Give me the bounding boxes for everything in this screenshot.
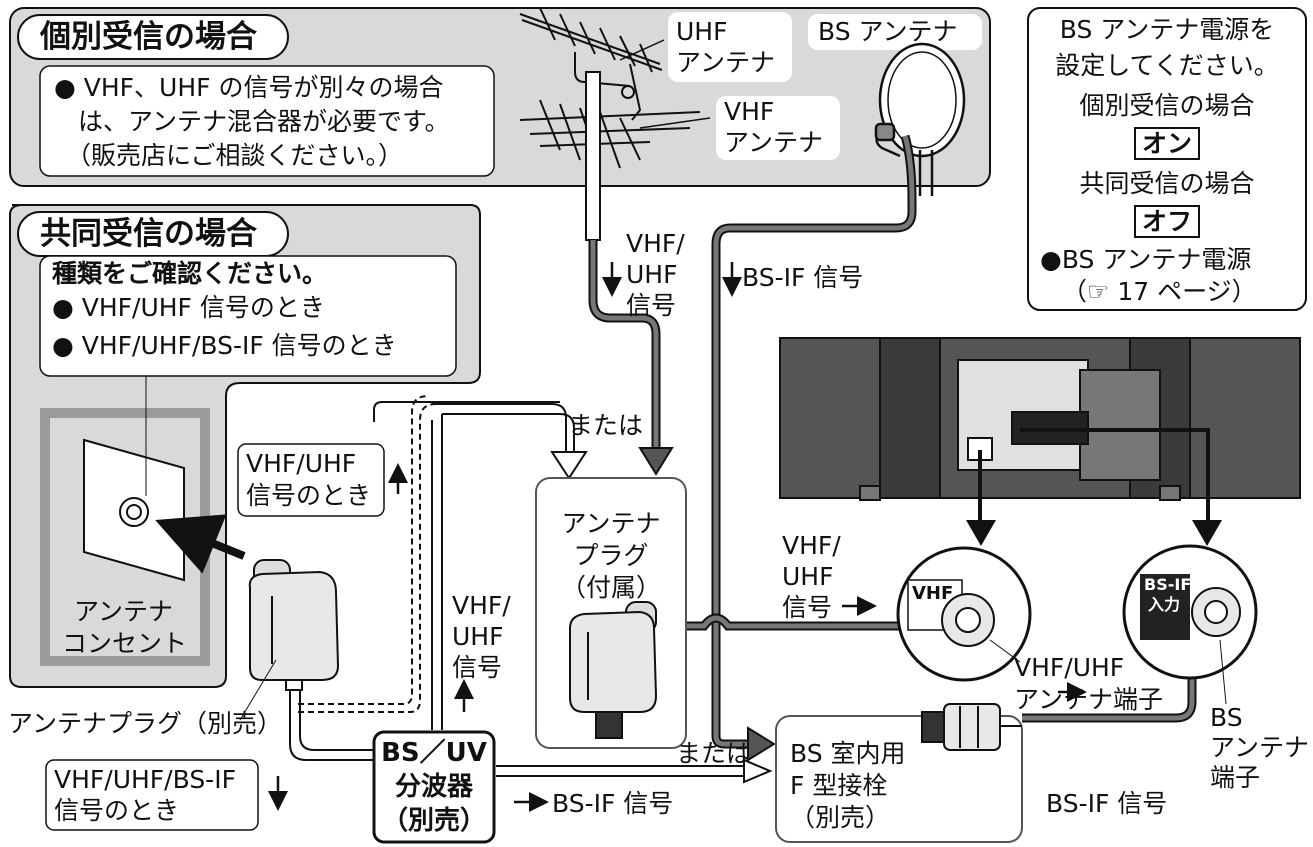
uhf-label-box <box>668 12 792 82</box>
uhf-antenna-drawing <box>519 7 665 121</box>
tv-rear-drawing <box>779 337 1301 501</box>
uhf-antenna-label-2: アンテナ <box>676 48 776 77</box>
bs-power-shared-label: 共同受信の場合 <box>1079 169 1255 198</box>
bs-power-individual-label: 個別受信の場合 <box>1079 91 1255 120</box>
vhf-uhf-when-box <box>237 443 385 517</box>
bs-terminal-label-2: アンテナ <box>1210 733 1310 762</box>
f-connector-label-2: F 型接栓 <box>790 771 888 800</box>
signal-vhf-uhf-top-2: UHF <box>626 260 678 289</box>
included-plug-label-1: アンテナ <box>561 509 661 538</box>
signal-vhf-uhf-mid-2: UHF <box>452 622 504 651</box>
signal-vhf-uhf-right-2: UHF <box>782 562 834 591</box>
shared-option2: ● VHF/UHF/BS-IF 信号のとき <box>52 331 397 360</box>
outlet-label-2: コンセント <box>62 629 188 658</box>
vhf-label-box <box>716 96 840 160</box>
plug-sold-separately-label: アンテナプラグ（別売） <box>8 709 283 738</box>
f-connector-drawing <box>921 703 1022 751</box>
bs-power-ref-line2: （☞ 17 ページ） <box>1062 277 1257 306</box>
bs-terminal-closeup <box>1122 544 1258 680</box>
individual-heading: 個別受信の場合 <box>40 19 257 55</box>
f-connector-label-1: BS 室内用 <box>790 739 906 768</box>
vhf-antenna-label-1: VHF <box>724 97 775 126</box>
all-signals-when-box <box>45 759 259 831</box>
bs-dish-drawing <box>874 42 966 196</box>
splitter-box <box>372 730 496 844</box>
vhf-antenna-label-2: アンテナ <box>724 128 824 157</box>
antenna-mast <box>585 71 601 241</box>
bs-jack-label-2: 入力 <box>1148 595 1181 614</box>
signal-vhf-uhf-right-3: 信号 <box>782 593 833 622</box>
signal-vhf-uhf-right-1: VHF/ <box>782 531 841 560</box>
signal-vhf-uhf-when-1: VHF/UHF <box>246 449 357 478</box>
plug-included-drawing <box>569 601 658 739</box>
or-bottom-hollow-arrow <box>743 758 773 784</box>
bs-terminal-label-3: 端子 <box>1210 763 1261 792</box>
bs-power-individual-value-row: オン <box>1034 127 1300 160</box>
bs-power-individual-value: オン <box>1133 127 1200 160</box>
signal-vhf-uhf-top-1: VHF/ <box>626 229 685 258</box>
signal-or-top: または <box>568 411 644 440</box>
bs-label-box <box>808 14 982 50</box>
included-plug-label-2: プラグ <box>573 541 649 570</box>
bs-power-line1: BS アンテナ電源を <box>1059 15 1275 44</box>
signal-or-bottom: または <box>676 739 752 768</box>
bs-power-shared-value: オフ <box>1133 205 1200 238</box>
signal-vhf-uhf-mid-3: 信号 <box>452 653 503 682</box>
shared-note-box <box>39 255 457 377</box>
individual-heading-pill <box>17 14 289 60</box>
bs-power-shared-value-row: オフ <box>1034 205 1300 238</box>
bs-power-note-box <box>1027 7 1307 311</box>
f-connector-label-3: （別売） <box>790 803 891 832</box>
individual-note-line2: は、アンテナ混合器が必要です。 <box>78 107 450 136</box>
individual-note-line1: ● VHF、UHF の信号が別々の場合 <box>54 73 444 102</box>
plug-sold-label-leader <box>239 659 277 721</box>
vhf-uhf-arrowhead-to-plug <box>638 447 674 476</box>
splitter-label-1: BS／UV <box>381 738 487 768</box>
tv-to-vhf-terminal-arrow <box>966 520 996 546</box>
bs-jack-label-1: BS-IF <box>1144 575 1192 594</box>
signal-vhf-uhf-when-2: 信号のとき <box>246 481 372 510</box>
direction-arrows <box>268 262 1087 812</box>
plug-sold-separately-drawing <box>248 559 340 691</box>
individual-note-line3: （販売店にご相談ください。） <box>66 141 404 170</box>
tv-terminal-pointer-lines <box>978 428 1210 520</box>
tv-to-bs-terminal-arrow <box>1192 520 1222 546</box>
bs-terminal-label-1: BS <box>1210 703 1243 732</box>
vhf-terminal-label-1: VHF/UHF <box>1014 653 1125 682</box>
shared-confirm: 種類をご確認ください。 <box>52 259 328 288</box>
plug-to-vhf-cable-fill <box>686 615 920 629</box>
signal-bsif-top: BS-IF 信号 <box>742 263 864 292</box>
bs-antenna-label: BS アンテナ <box>818 17 958 46</box>
included-plug-label-3: （付属） <box>560 573 661 602</box>
vhf-terminal-leader <box>989 639 1021 663</box>
vhf-jack-label: VHF <box>912 583 954 604</box>
individual-note-box <box>39 65 495 177</box>
splitter-label-3: （別売） <box>381 806 486 836</box>
thick-cable-fill <box>590 135 1195 747</box>
vhf-terminal-label-2: アンテナ端子 <box>1014 685 1164 714</box>
hollow-cables <box>289 401 746 777</box>
shared-option1: ● VHF/UHF 信号のとき <box>52 293 325 322</box>
uhf-antenna-label-1: UHF <box>676 17 728 46</box>
bsif-arrowhead-to-fconnector <box>747 726 776 762</box>
vhf-terminal-closeup <box>896 546 1032 682</box>
bs-terminal-leader <box>1219 639 1227 705</box>
bs-power-line2: 設定してください。 <box>1055 51 1279 80</box>
shared-heading: 共同受信の場合 <box>40 216 257 252</box>
signal-bsif-bottom: BS-IF 信号 <box>552 789 674 818</box>
dashed-alternative-cables <box>298 395 437 713</box>
or-top-hollow-arrow <box>550 451 588 480</box>
signal-all-when-2: 信号のとき <box>54 796 180 825</box>
splitter-label-2: 分波器 <box>394 772 473 802</box>
signal-all-when-1: VHF/UHF/BS-IF <box>54 765 236 794</box>
outlet-label-1: アンテナ <box>74 597 174 626</box>
signal-bsif-right: BS-IF 信号 <box>1046 789 1168 818</box>
signal-vhf-uhf-top-3: 信号 <box>626 291 677 320</box>
signal-vhf-uhf-mid-1: VHF/ <box>452 591 511 620</box>
bs-power-ref-line1: ●BS アンテナ電源 <box>1040 245 1252 274</box>
plug-insert-arrow <box>155 514 246 574</box>
